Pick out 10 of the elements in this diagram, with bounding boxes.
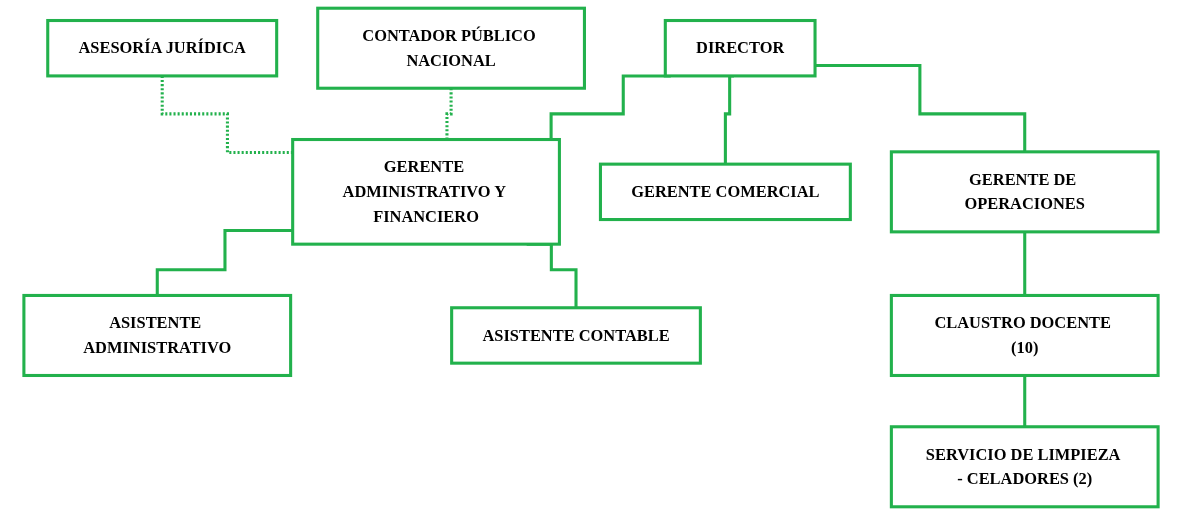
node-box: GERENTE ADMINISTRATIVO Y FINANCIERO [291,138,561,246]
node-box: SERVICIO DE LIMPIEZA - CELADORES (2) [889,425,1160,509]
node-box: CONTADOR PÚBLICO NACIONAL [316,6,586,90]
node-box: ASESORÍA JURÍDICA [46,19,279,78]
node-box: DIRECTOR [663,19,817,78]
node-box: GERENTE COMERCIAL [598,162,852,222]
node-box: GERENTE DE OPERACIONES [889,150,1160,234]
node-box: ASISTENTE CONTABLE [450,306,702,365]
node-box: ASISTENTE ADMINISTRATIVO [22,293,293,378]
node-box: CLAUSTRO DOCENTE (10) [889,293,1160,378]
